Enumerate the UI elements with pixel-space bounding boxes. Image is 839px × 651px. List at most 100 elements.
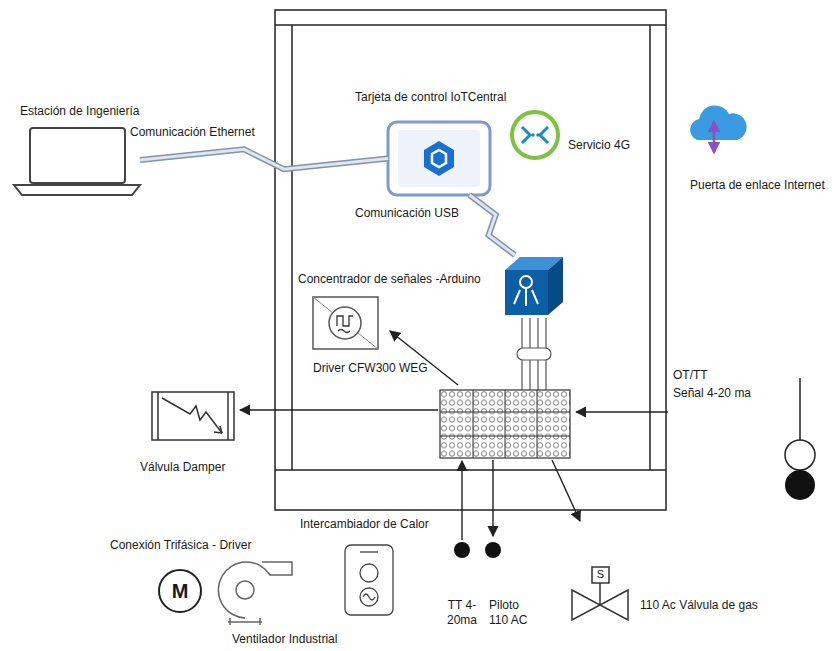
cloud-icon xyxy=(690,105,746,152)
control-card-icon-part xyxy=(432,150,446,167)
signal-dots-part xyxy=(454,542,470,558)
signal-wires xyxy=(517,318,551,390)
control-card-icon-part xyxy=(398,130,480,187)
damper-icon-part xyxy=(214,426,222,433)
damper-icon-part xyxy=(227,392,229,440)
arduino-node: Concentrador de señales -Arduino xyxy=(505,255,570,318)
node-label: Estación de Ingeniería xyxy=(20,104,139,119)
fan-icon-part xyxy=(228,618,262,625)
heat-exchanger-icon-part xyxy=(360,564,378,582)
signal-dots xyxy=(454,542,501,558)
lightning-link xyxy=(140,149,388,169)
cabinet-part xyxy=(275,10,666,510)
laptop-icon xyxy=(14,128,140,195)
arduino-icon-part xyxy=(520,276,532,288)
node-label: Driver CFW300 WEG xyxy=(313,361,428,376)
node-label: 110 Ac Válvula de gas xyxy=(640,598,758,613)
signal-arrows-part xyxy=(240,409,438,410)
signal-arrows-part xyxy=(492,460,493,536)
node-label: Conexión Trifásica - Driver xyxy=(110,538,251,553)
heat-exchanger-node: Intercambiador de Calor xyxy=(345,545,393,615)
heat-exchanger-icon-part xyxy=(360,551,378,552)
tt-node: TT 4-20ma xyxy=(454,542,470,558)
arduino-icon xyxy=(505,257,563,315)
4g-icon-part xyxy=(531,133,535,137)
4g-node: Servicio 4G xyxy=(510,110,560,160)
damper-icon-part xyxy=(152,392,234,440)
control-card-icon-part xyxy=(388,122,490,195)
signal-arrows-part xyxy=(552,460,580,521)
damper-icon xyxy=(152,392,234,440)
heat-exchanger-icon-part xyxy=(360,588,378,606)
level-sensor-part xyxy=(799,378,801,440)
link-label: Comunicación USB xyxy=(355,206,459,221)
arduino-icon-part xyxy=(505,270,548,315)
heat-exchanger-icon xyxy=(345,545,393,615)
driver-icon-part xyxy=(337,316,353,326)
internet-gateway-node: Puerta de enlace Internet xyxy=(685,100,745,155)
gas-valve-symbol-part xyxy=(572,590,600,620)
signal-arrows-part xyxy=(576,411,668,412)
control-card-icon xyxy=(388,122,490,195)
fan-icon xyxy=(218,562,292,625)
node-label: Señal 4-20 ma xyxy=(673,386,751,401)
terminal-block-part xyxy=(440,390,570,458)
driver-icon-part xyxy=(338,330,350,333)
laptop-node: Estación de Ingeniería xyxy=(12,125,140,195)
level-sensor-part xyxy=(785,440,815,470)
damper-icon-part xyxy=(157,392,159,440)
gas-valve-symbol xyxy=(572,567,628,620)
node-label: Puerta de enlace Internet xyxy=(690,178,825,193)
signal-arrows-part xyxy=(461,461,462,540)
solenoid-letter: S xyxy=(592,567,609,581)
cabinet-part xyxy=(649,25,651,470)
fan-icon-part xyxy=(236,581,254,599)
terminal-block xyxy=(440,390,570,458)
control-card-icon-part xyxy=(424,141,454,176)
signal-arrows xyxy=(240,331,668,540)
laptop-icon-part xyxy=(30,128,125,183)
lightning-link xyxy=(470,195,515,255)
sensor-node: OT/TTSeñal 4-20 ma xyxy=(784,378,816,496)
4g-icon-part xyxy=(522,127,530,143)
signal-wires-part xyxy=(517,348,551,360)
cloud-icon-part xyxy=(713,122,716,152)
cloud-icon-part xyxy=(690,105,746,140)
node-label: Piloto 110 AC xyxy=(489,598,539,628)
cabinet-part xyxy=(291,25,293,470)
control-card-node: Tarjeta de control IoTCentral xyxy=(388,122,490,195)
laptop-icon-part xyxy=(14,185,140,195)
motor-symbol-part xyxy=(159,570,201,612)
damper-node: Válvula Damper xyxy=(152,392,235,440)
damper-icon-part xyxy=(162,398,222,433)
4g-icon xyxy=(512,112,558,158)
driver-icon xyxy=(313,297,378,349)
driver-node: Driver CFW300 WEG xyxy=(313,297,378,350)
node-label: Servicio 4G xyxy=(568,138,630,153)
cabinet xyxy=(275,10,666,510)
node-label: OT/TT xyxy=(673,368,708,383)
fan-icon-part xyxy=(218,562,292,618)
motor-letter: M xyxy=(158,579,202,604)
gas-valve-symbol-part xyxy=(599,583,601,605)
4g-icon-part xyxy=(536,133,540,137)
node-label: Tarjeta de control IoTCentral xyxy=(355,90,506,105)
driver-icon-part xyxy=(313,297,378,349)
signal-arrows-part xyxy=(390,331,458,385)
lightning-link xyxy=(140,149,388,169)
driver-icon-part xyxy=(329,307,361,339)
signal-dots-part xyxy=(485,542,501,558)
cabinet-part xyxy=(275,469,666,471)
level-sensor-part xyxy=(785,470,815,500)
cabinet-part xyxy=(275,24,666,26)
arduino-icon-part xyxy=(548,257,563,315)
motor-symbol xyxy=(159,570,201,612)
fan-node: Ventilador Industrial xyxy=(215,555,295,627)
lightning-link xyxy=(470,195,515,255)
driver-icon-part xyxy=(313,297,378,349)
pilot-node: Piloto 110 AC xyxy=(485,542,501,558)
level-sensor xyxy=(785,378,815,500)
lightning-link xyxy=(140,149,388,169)
node-label: Intercambiador de Calor xyxy=(300,517,429,532)
node-label: Concentrador de señales -Arduino xyxy=(298,272,481,287)
